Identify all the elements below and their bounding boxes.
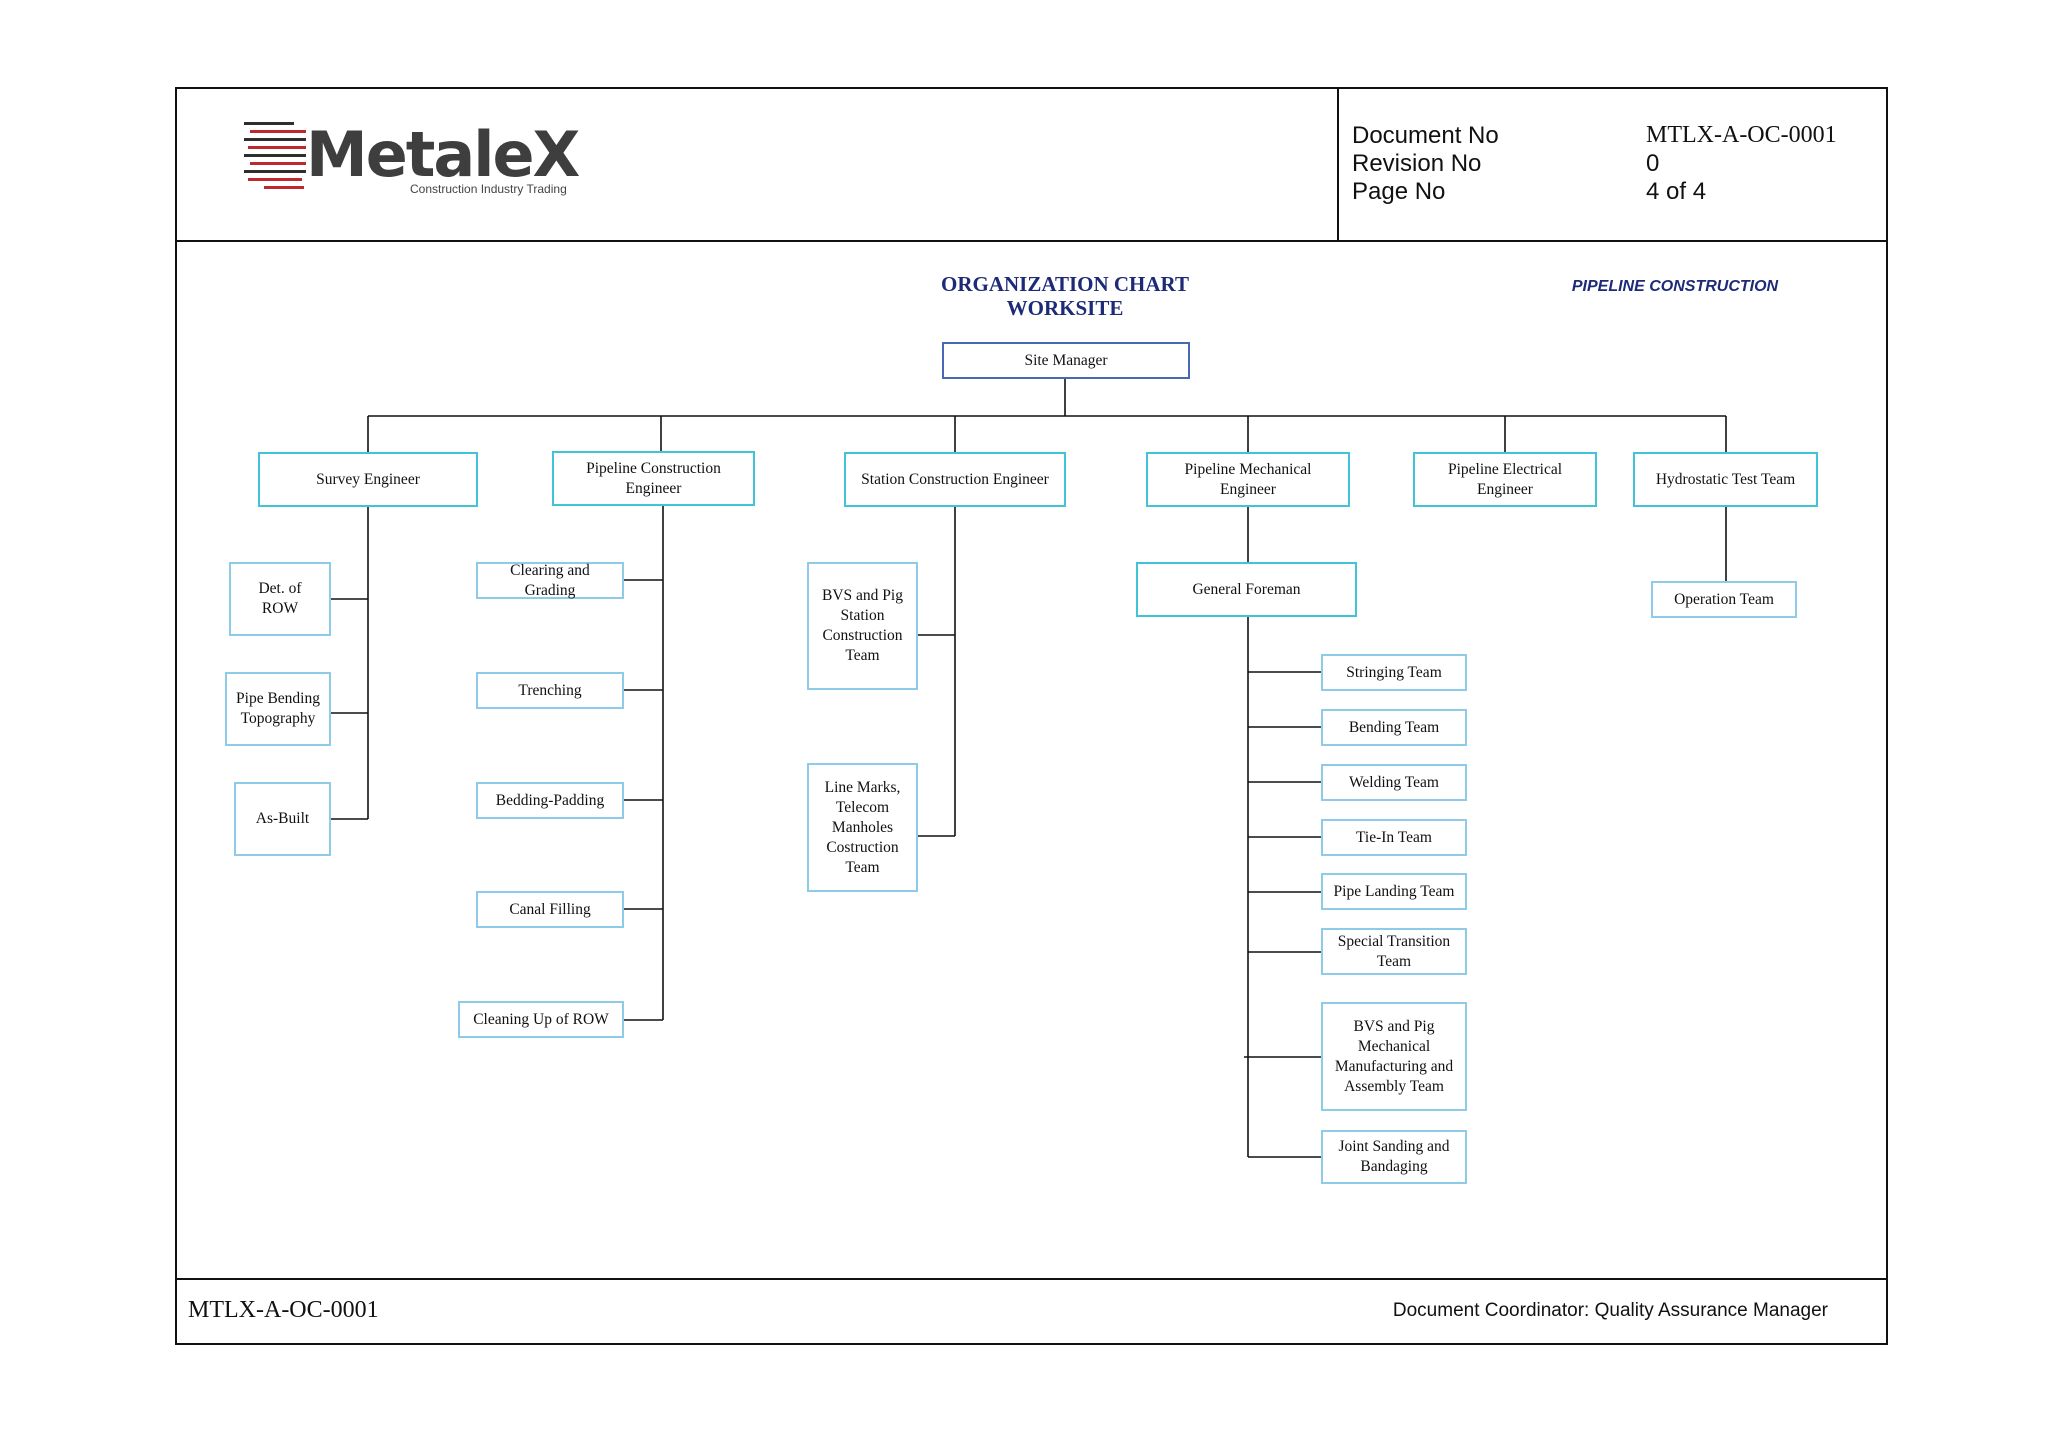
- node-line-marks-team: Line Marks, Telecom Manholes Costruction…: [807, 763, 918, 892]
- revision-no-label: Revision No: [1352, 150, 1482, 177]
- document-frame: [175, 87, 1888, 1345]
- revision-no-value: 0: [1646, 150, 1660, 177]
- node-operation-team: Operation Team: [1651, 581, 1797, 618]
- node-trenching: Trenching: [476, 672, 624, 709]
- chart-subtitle: PIPELINE CONSTRUCTION: [1571, 278, 1779, 295]
- footer-divider: [175, 1278, 1888, 1280]
- node-canal-filling: Canal Filling: [476, 891, 624, 928]
- node-special-transition-team: Special Transition Team: [1321, 928, 1467, 975]
- logo-stripes-icon: [244, 122, 306, 189]
- node-general-foreman: General Foreman: [1136, 562, 1357, 617]
- logo-tagline: Construction Industry Trading: [410, 182, 567, 196]
- page-no-value: 4 of 4: [1646, 178, 1707, 205]
- node-station-construction-engineer: Station Construction Engineer: [844, 452, 1066, 507]
- node-bvs-pig-station-team: BVS and Pig Station Construction Team: [807, 562, 918, 690]
- node-site-manager: Site Manager: [942, 342, 1190, 379]
- chart-title: ORGANIZATION CHART WORKSITE: [880, 272, 1250, 320]
- node-hydrostatic-test-team: Hydrostatic Test Team: [1633, 452, 1818, 507]
- node-cleaning-up-of-row: Cleaning Up of ROW: [458, 1001, 624, 1038]
- node-bedding-padding: Bedding-Padding: [476, 782, 624, 819]
- chart-title-line2: WORKSITE: [1006, 296, 1124, 320]
- node-as-built: As-Built: [234, 782, 331, 856]
- header-divider: [175, 240, 1888, 242]
- header-column-divider: [1337, 87, 1339, 242]
- node-joint-sanding-team: Joint Sanding and Bandaging: [1321, 1130, 1467, 1184]
- node-bending-team: Bending Team: [1321, 709, 1467, 746]
- footer-coordinator: Document Coordinator: Quality Assurance …: [1392, 1300, 1828, 1321]
- document-no-label: Document No: [1352, 122, 1499, 149]
- node-pipeline-mechanical-engineer: Pipeline Mechanical Engineer: [1146, 452, 1350, 507]
- node-stringing-team: Stringing Team: [1321, 654, 1467, 691]
- document-no-value: MTLX-A-OC-0001: [1646, 122, 1837, 148]
- page-no-label: Page No: [1352, 178, 1446, 205]
- logo-wordmark: MetaleX: [306, 118, 580, 191]
- node-tie-in-team: Tie-In Team: [1321, 819, 1467, 856]
- node-clearing-and-grading: Clearing and Grading: [476, 562, 624, 599]
- node-det-of-row: Det. of ROW: [229, 562, 331, 636]
- node-pipeline-electrical-engineer: Pipeline Electrical Engineer: [1413, 452, 1597, 507]
- company-logo: MetaleX Construction Industry Trading: [244, 120, 604, 200]
- node-pipeline-construction-engineer: Pipeline Construction Engineer: [552, 451, 755, 506]
- node-pipe-landing-team: Pipe Landing Team: [1321, 873, 1467, 910]
- node-welding-team: Welding Team: [1321, 764, 1467, 801]
- chart-title-line1: ORGANIZATION CHART: [941, 272, 1189, 296]
- node-survey-engineer: Survey Engineer: [258, 452, 478, 507]
- footer-doc-code: MTLX-A-OC-0001: [188, 1297, 379, 1323]
- node-bvs-pig-mechanical-team: BVS and Pig Mechanical Manufacturing and…: [1321, 1002, 1467, 1111]
- node-pipe-bending-topography: Pipe Bending Topography: [225, 672, 331, 746]
